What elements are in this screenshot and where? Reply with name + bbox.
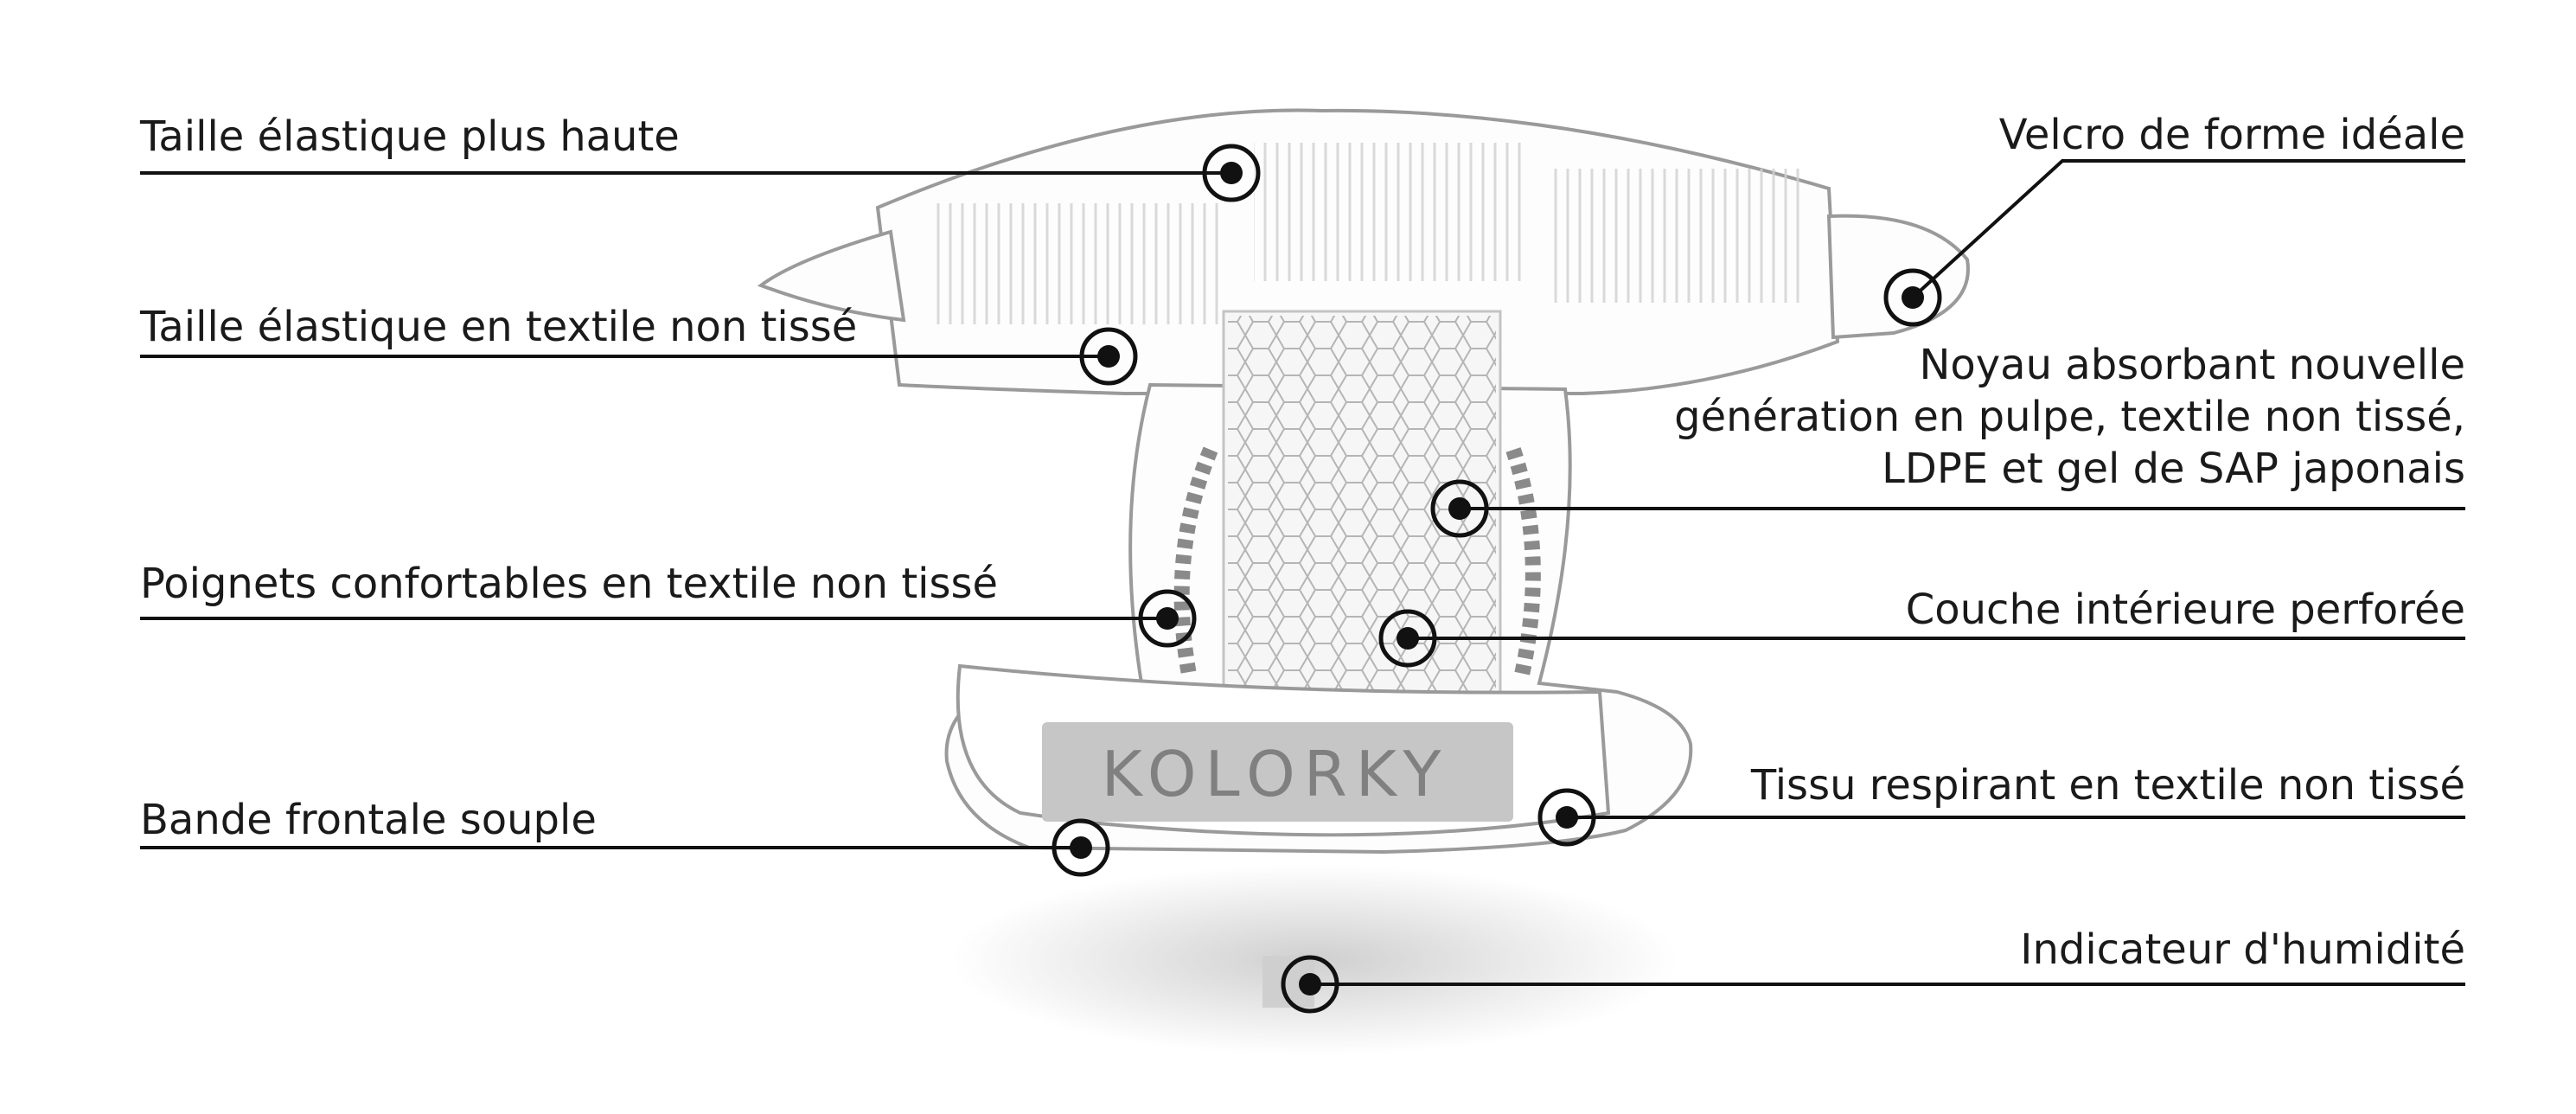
label-couche: Couche intérieure perforée xyxy=(1905,586,2465,634)
label-taille-textile: Taille élastique en textile non tissé xyxy=(140,303,858,351)
label-noyau-line1: Noyau absorbant nouvelle xyxy=(1919,341,2466,389)
label-velcro: Velcro de forme idéale xyxy=(1998,111,2465,159)
label-indicateur: Indicateur d'humidité xyxy=(2020,925,2465,974)
logo-band xyxy=(1042,722,1513,822)
left-wing xyxy=(757,229,906,323)
leader-lines xyxy=(140,159,2465,986)
label-noyau-line3: LDPE et gel de SAP japonais xyxy=(1882,445,2465,493)
label-bande: Bande frontale souple xyxy=(140,796,597,844)
label-poignets: Poignets confortables en textile non tis… xyxy=(140,560,999,608)
label-tissu: Tissu respirant en textile non tissé xyxy=(1750,761,2465,810)
label-taille-haute: Taille élastique plus haute xyxy=(140,112,680,161)
label-noyau-line2: génération en pulpe, textile non tissé, xyxy=(1674,393,2465,441)
logo-text: KOLORKY xyxy=(1102,738,1450,810)
